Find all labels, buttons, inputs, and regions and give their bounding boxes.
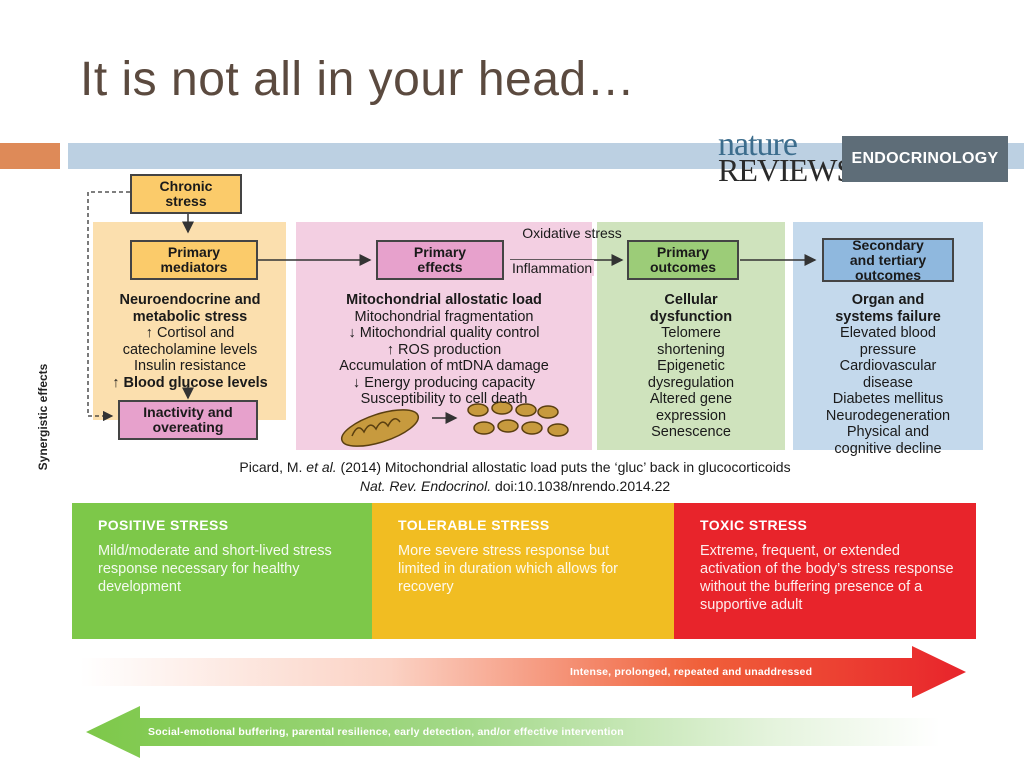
primary-mediators-box: Primary mediators: [130, 240, 258, 280]
tolerable-stress-panel: TOLERABLE STRESS More severe stress resp…: [372, 503, 674, 639]
positive-stress-panel: POSITIVE STRESS Mild/moderate and short-…: [72, 503, 372, 639]
slide-title: It is not all in your head…: [80, 53, 636, 106]
secondary-outcomes-box: Secondary and tertiary outcomes: [822, 237, 954, 282]
logo-nature: nature: [718, 126, 798, 163]
citation-line-1: Picard, M. et al. (2014) Mitochondrial a…: [239, 459, 791, 475]
primary-outcomes-box: Primary outcomes: [627, 240, 739, 280]
mitochondrion-icon: [340, 409, 420, 447]
toxic-stress-desc: Extreme, frequent, or extended activatio…: [700, 543, 954, 613]
citation: Picard, M. et al. (2014) Mitochondrial a…: [150, 458, 880, 496]
diagram-connectors: [87, 191, 817, 447]
positive-stress-title: POSITIVE STRESS: [98, 517, 229, 533]
primary-effects-box: Primary effects: [376, 240, 504, 280]
tolerable-stress-title: TOLERABLE STRESS: [398, 517, 550, 533]
escalation-arrow: [80, 646, 966, 698]
synergistic-effects-label: Synergistic effects: [36, 363, 50, 471]
inflammation-label: Inflammation: [510, 260, 595, 276]
fragmented-mitochondria-icon: [467, 401, 569, 437]
inactivity-box: Inactivity and overeating: [118, 400, 258, 440]
buffering-arrow: [86, 706, 940, 758]
oxidative-stress-label: Oxidative stress: [522, 225, 622, 241]
logo-reviews: REVIEWS: [718, 152, 854, 188]
allostatic-load-diagram: Synergistic effects Chronic stress Prima…: [0, 170, 1024, 470]
gradient-arrows: [80, 646, 966, 758]
toxic-stress-title: TOXIC STRESS: [700, 517, 808, 533]
escalation-arrow-label: Intense, prolonged, repeated and unaddre…: [570, 666, 813, 678]
secondary-list: Organ and systems failure Elevated blood…: [825, 292, 951, 457]
citation-line-2: Nat. Rev. Endocrinol. doi:10.1038/nrendo…: [359, 478, 671, 494]
positive-stress-desc: Mild/moderate and short-lived stress res…: [98, 543, 332, 595]
chronic-stress-box: Chronic stress: [130, 174, 242, 214]
tolerable-stress-desc: More severe stress response but limited …: [398, 543, 619, 595]
nature-reviews-logo: nature REVIEWS ENDOCRINOLOGY: [716, 126, 1008, 188]
outcomes-list: Cellular dysfunction Telomere shortening…: [647, 292, 735, 440]
buffering-arrow-label: Social-emotional buffering, parental res…: [148, 726, 624, 738]
logo-section: ENDOCRINOLOGY: [842, 136, 1008, 182]
toxic-stress-panel: TOXIC STRESS Extreme, frequent, or exten…: [674, 503, 976, 639]
effects-list: Mitochondrial allostatic load Mitochondr…: [339, 292, 549, 407]
mediators-list: Neuroendocrine and metabolic stress ↑ Co…: [112, 292, 268, 391]
accent-bar-orange: [0, 143, 60, 169]
